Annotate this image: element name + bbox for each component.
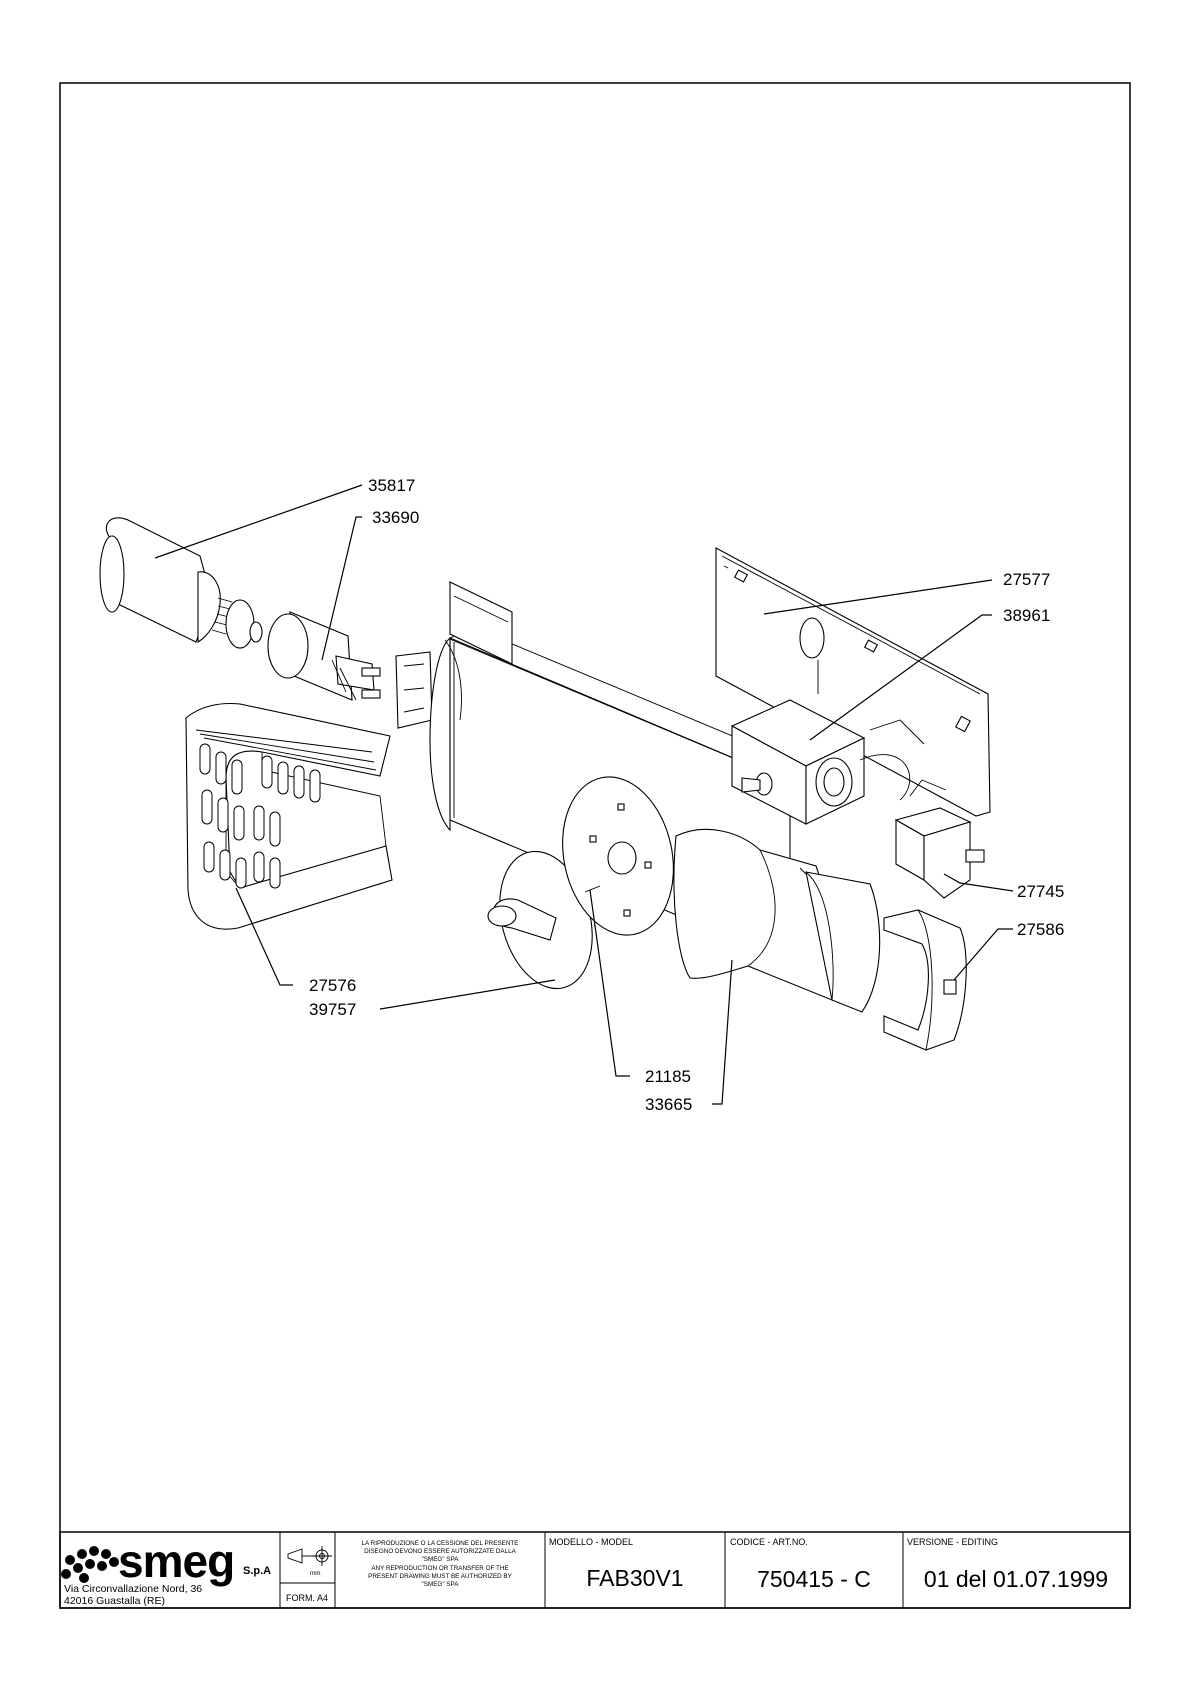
side-plate-part xyxy=(449,581,513,665)
part-label: 27576 xyxy=(309,976,356,995)
address-line-1: Via Circonvallazione Nord, 36 xyxy=(64,1583,202,1595)
part-label: 39757 xyxy=(309,1000,356,1019)
smeg-logo: smeg S.p.A xyxy=(61,1535,271,1587)
part-labels: 35817 33690 27577 38961 27745 27586 2757… xyxy=(309,476,1064,1114)
unit-label: mm xyxy=(310,1570,321,1577)
logo-text: smeg xyxy=(118,1535,234,1587)
notice-line: "SMEG" SPA xyxy=(422,1556,460,1563)
bulb-part xyxy=(99,517,263,649)
exploded-view xyxy=(99,517,991,1051)
notice-line: DISEGNO DEVONO ESSERE AUTORIZZATE DALLA xyxy=(364,1548,516,1555)
part-label: 33690 xyxy=(372,508,419,527)
notice-line: PRESENT DRAWING MUST BE AUTHORIZED BY xyxy=(368,1573,512,1580)
back-plate-part xyxy=(715,547,991,817)
model-label: MODELLO - MODEL xyxy=(549,1537,633,1547)
part-label: 21185 xyxy=(645,1067,691,1086)
company-suffix: S.p.A xyxy=(243,1565,271,1577)
notice-line: LA RIPRODUZIONE O LA CESSIONE DEL PRESEN… xyxy=(362,1540,519,1547)
code-value: 750415 - C xyxy=(757,1566,871,1592)
part-label: 35817 xyxy=(368,476,415,495)
version-label: VERSIONE - EDITING xyxy=(907,1537,998,1547)
title-block: smeg S.p.A Via Circonvallazione Nord, 36… xyxy=(59,1531,1131,1609)
notice-line: ANY REPRODUCTION OR TRANSFER OF THE xyxy=(371,1565,508,1572)
code-label: CODICE - ART.NO. xyxy=(730,1537,808,1547)
part-label: 33665 xyxy=(645,1095,692,1114)
grille-part xyxy=(185,702,393,930)
logo-dots xyxy=(61,1546,119,1583)
projection-symbol-icon xyxy=(287,1546,332,1566)
version-value: 01 del 01.07.1999 xyxy=(924,1566,1108,1592)
part-label: 27577 xyxy=(1003,570,1050,589)
model-value: FAB30V1 xyxy=(586,1565,683,1591)
part-label: 27586 xyxy=(1017,920,1064,939)
end-cap-part xyxy=(883,909,967,1051)
front-cover-part xyxy=(673,828,881,1013)
part-label: 27745 xyxy=(1017,882,1064,901)
reproduction-notice: LA RIPRODUZIONE O LA CESSIONE DEL PRESEN… xyxy=(362,1540,519,1588)
connector-part xyxy=(894,779,985,899)
leader-lines xyxy=(154,484,1014,1105)
switch-part xyxy=(730,699,925,825)
clip-part xyxy=(395,651,433,729)
address-line-2: 42016 Guastalla (RE) xyxy=(64,1595,165,1607)
lamp-holder-part xyxy=(267,611,381,701)
format-label: FORM. A4 xyxy=(286,1593,328,1603)
part-label: 38961 xyxy=(1003,606,1050,625)
notice-line: "SMEG" SPA xyxy=(422,1581,460,1588)
